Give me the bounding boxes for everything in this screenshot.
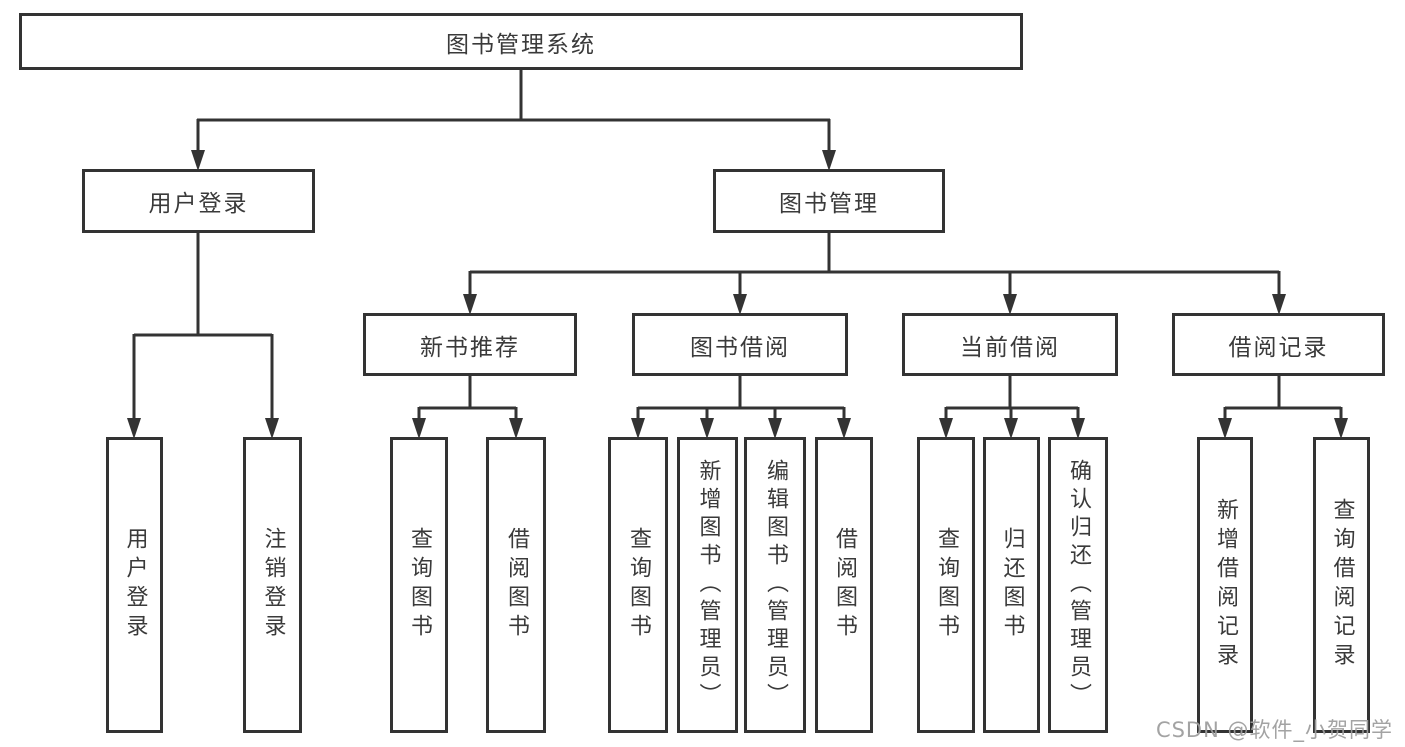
arrowhead — [1218, 418, 1232, 439]
arrowhead — [1071, 418, 1085, 439]
arrowhead — [1004, 418, 1018, 439]
csdn-watermark: CSDN @软件_小贺同学 — [1155, 718, 1393, 742]
leaf-borrow-books: 借阅图书 — [815, 437, 873, 733]
arrowhead — [700, 418, 714, 439]
node-book-borrowing: 图书借阅 — [632, 313, 848, 376]
leaf-edit-books-admin: 编辑图书（管理员） — [744, 437, 806, 733]
arrowhead — [822, 150, 836, 171]
leaf-add-borrow-record: 新增借阅记录 — [1197, 437, 1253, 733]
leaf-confirm-return-admin: 确认归还（管理员） — [1048, 437, 1108, 733]
leaf-user-login: 用户登录 — [106, 437, 163, 733]
arrowhead — [733, 294, 747, 315]
arrowhead — [412, 418, 426, 439]
node-book-management: 图书管理 — [713, 169, 945, 233]
leaf-query-books-current: 查询图书 — [917, 437, 975, 733]
leaf-return-books: 归还图书 — [983, 437, 1040, 733]
arrowhead — [127, 418, 141, 439]
arrowhead — [265, 418, 279, 439]
leaf-logout: 注销登录 — [243, 437, 302, 733]
arrowheads — [127, 150, 1348, 439]
arrowhead — [768, 418, 782, 439]
arrowhead — [939, 418, 953, 439]
arrowhead — [1334, 418, 1348, 439]
node-library-management-system: 图书管理系统 — [19, 13, 1023, 70]
node-borrowing-records: 借阅记录 — [1172, 313, 1385, 376]
arrowhead — [1272, 294, 1286, 315]
arrowhead — [191, 150, 205, 171]
leaf-borrow-books-recommend: 借阅图书 — [486, 437, 546, 733]
leaf-query-borrow-record: 查询借阅记录 — [1313, 437, 1370, 733]
arrowhead — [463, 294, 477, 315]
arrowhead — [631, 418, 645, 439]
node-user-login: 用户登录 — [82, 169, 315, 233]
arrowhead — [1003, 294, 1017, 315]
node-new-book-recommendation: 新书推荐 — [363, 313, 577, 376]
arrowhead — [509, 418, 523, 439]
leaf-query-books-recommend: 查询图书 — [390, 437, 448, 733]
leaf-query-books-borrow: 查询图书 — [608, 437, 668, 733]
node-current-borrowing: 当前借阅 — [902, 313, 1118, 376]
leaf-add-books-admin: 新增图书（管理员） — [677, 437, 738, 733]
arrowhead — [837, 418, 851, 439]
